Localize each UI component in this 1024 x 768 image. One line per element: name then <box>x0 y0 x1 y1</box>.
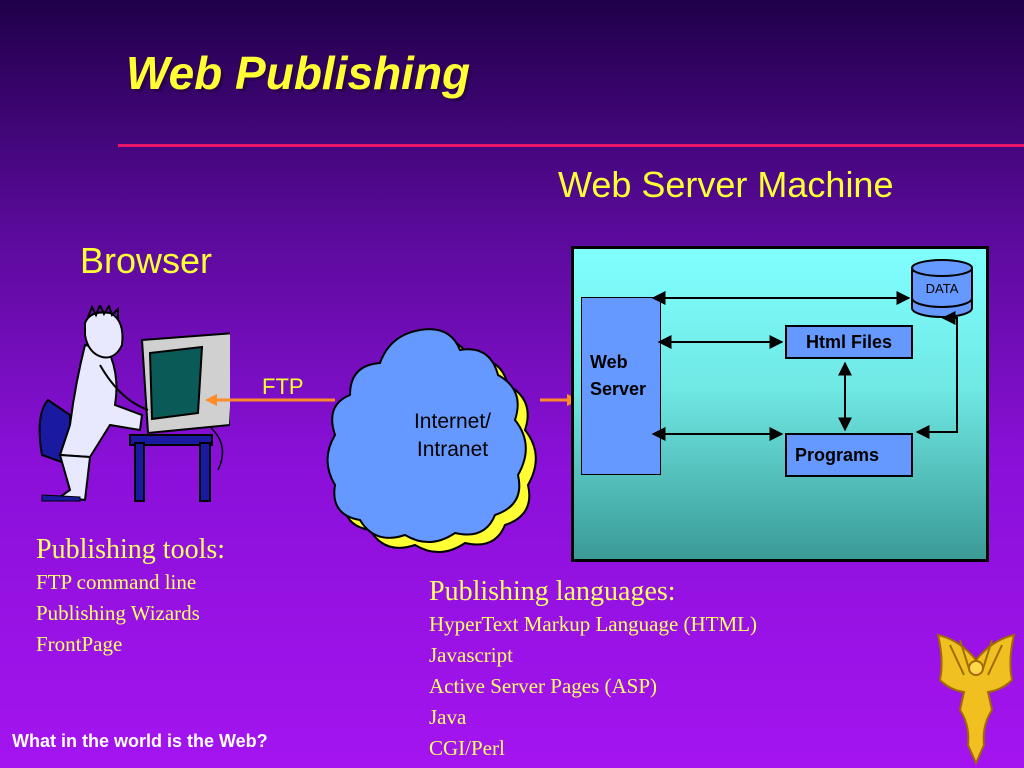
language-item: Active Server Pages (ASP) <box>429 674 658 698</box>
browser-label: Browser <box>80 240 213 281</box>
user-at-computer-icon <box>38 305 230 502</box>
tool-item: Publishing Wizards <box>36 601 200 625</box>
web-server-label: Web Server <box>590 349 646 403</box>
programs-box: Programs <box>785 433 913 477</box>
title-divider <box>118 144 1024 147</box>
language-item: HyperText Markup Language (HTML) <box>429 612 758 636</box>
tools-heading: Publishing tools: <box>36 534 226 565</box>
phoenix-logo-icon <box>936 633 1016 765</box>
ftp-label: FTP <box>262 374 304 399</box>
cloud-label-line2: Intranet <box>416 438 489 461</box>
language-item: Java <box>429 705 467 729</box>
data-label: DATA <box>925 281 959 296</box>
publishing-tools: Publishing tools: FTP command line Publi… <box>36 533 225 660</box>
language-item: Javascript <box>429 643 513 667</box>
server-connectors <box>651 291 958 441</box>
language-item: CGI/Perl <box>429 736 505 760</box>
internet-cloud-icon <box>326 328 537 553</box>
publishing-languages: Publishing languages: HyperText Markup L… <box>429 575 757 764</box>
web-server-block <box>581 297 661 475</box>
cloud-label: Internet/ Intranet <box>360 408 545 464</box>
slide-footer: What in the world is the Web? <box>12 731 268 751</box>
web-server-label-line2: Server <box>590 379 647 399</box>
slide-title: Web Publishing <box>126 47 471 99</box>
cloud-label-line1: Internet/ <box>413 410 492 433</box>
web-server-label-line1: Web <box>590 352 628 372</box>
html-files-box: Html Files <box>785 325 913 359</box>
server-machine-label: Web Server Machine <box>558 164 894 205</box>
tool-item: FrontPage <box>36 632 123 656</box>
tool-item: FTP command line <box>36 570 197 594</box>
languages-heading: Publishing languages: <box>429 576 676 607</box>
